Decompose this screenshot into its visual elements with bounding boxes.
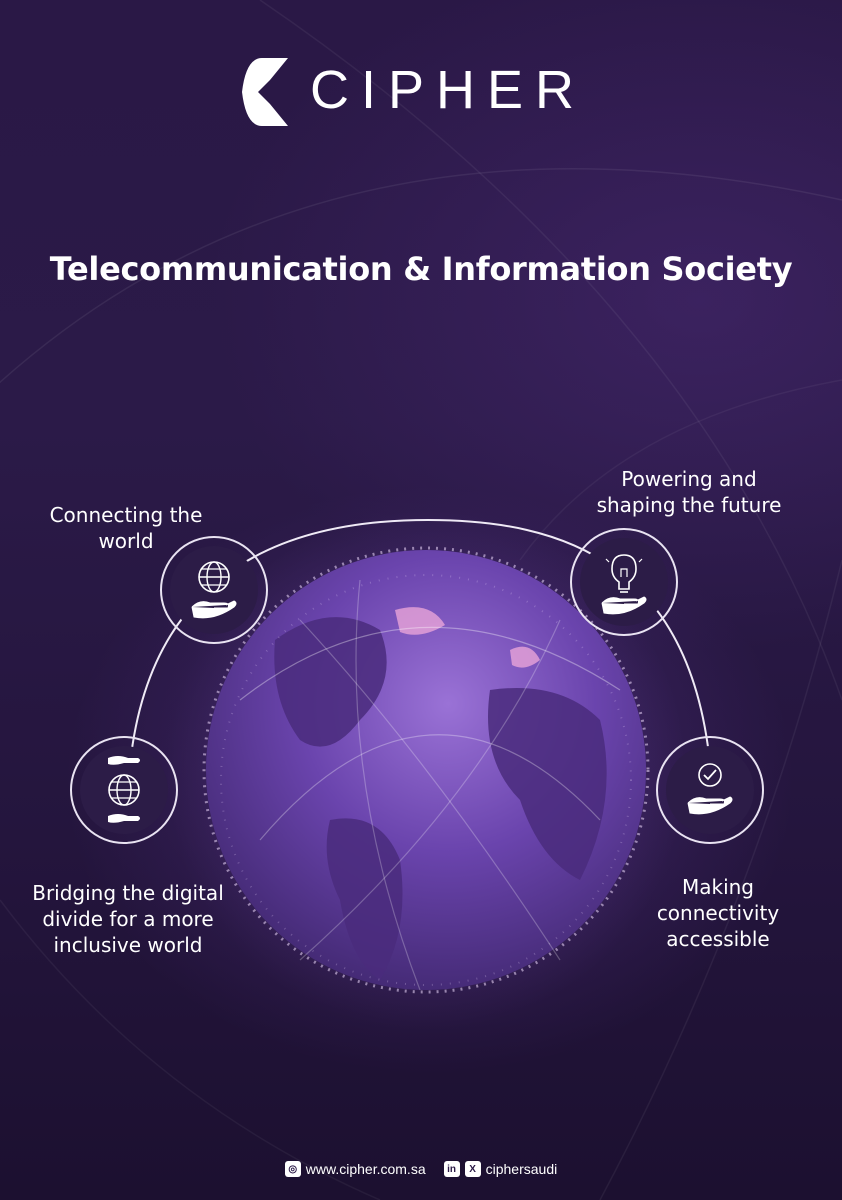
- bridging-label-line-2: divide for a more: [42, 907, 214, 931]
- page-title: Telecommunication & Information Society: [49, 250, 793, 288]
- social-handle-text: ciphersaudi: [485, 1161, 558, 1177]
- website-text: www.cipher.com.sa: [305, 1161, 426, 1177]
- powering-future-badge: [570, 528, 678, 636]
- globe-between-hands-icon: [108, 756, 140, 823]
- making-accessible-label: Making connectivity accessible: [630, 874, 806, 952]
- cipher-logo-mark-icon: [242, 58, 288, 126]
- website-link[interactable]: ◎ www.cipher.com.sa: [284, 1161, 426, 1177]
- making-label-line-2: connectivity: [656, 901, 780, 925]
- powering-label-line-1: Powering and: [621, 467, 757, 491]
- cipher-logo: CIPHER: [240, 52, 620, 132]
- lightbulb-in-hand-icon: [601, 554, 647, 615]
- making-label-line-3: accessible: [666, 927, 770, 951]
- making-accessible-badge: [656, 736, 764, 844]
- brand-name: CIPHER: [310, 60, 587, 120]
- social-handle[interactable]: in X ciphersaudi: [443, 1161, 558, 1177]
- footer: ◎ www.cipher.com.sa in X ciphersaudi: [0, 1157, 842, 1181]
- connecting-label-line-1: Connecting the: [49, 503, 203, 527]
- linkedin-icon: in: [443, 1161, 460, 1177]
- check-in-hand-icon: [687, 763, 733, 815]
- making-label-line-1: Making: [681, 875, 755, 899]
- bridging-label-line-1: Bridging the digital: [32, 881, 224, 905]
- bridging-divide-badge: [70, 736, 178, 844]
- web-icon: ◎: [284, 1161, 301, 1177]
- x-icon: X: [464, 1161, 481, 1177]
- connecting-world-label: Connecting the world: [30, 502, 222, 554]
- connecting-world-badge: [160, 536, 268, 644]
- connecting-label-line-2: world: [98, 529, 154, 553]
- powering-future-label: Powering and shaping the future: [584, 466, 794, 518]
- bridging-label-line-3: inclusive world: [53, 933, 203, 957]
- bridging-divide-label: Bridging the digital divide for a more i…: [18, 880, 238, 958]
- globe-in-hand-icon: [191, 561, 237, 619]
- powering-label-line-2: shaping the future: [596, 493, 782, 517]
